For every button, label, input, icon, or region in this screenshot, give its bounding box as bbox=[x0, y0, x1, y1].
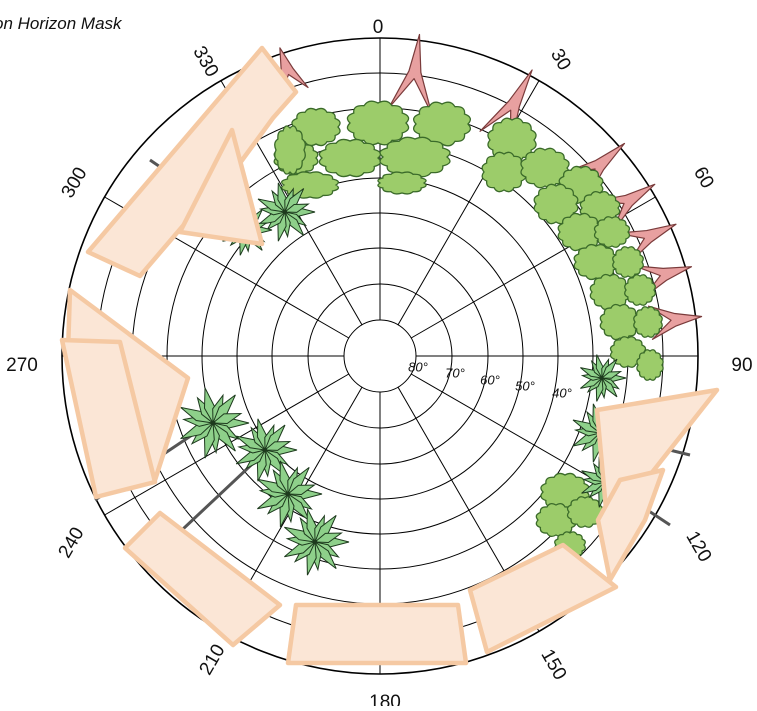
deciduous-tree-icon bbox=[412, 101, 472, 147]
deciduous-tree-icon bbox=[379, 136, 451, 178]
palm-tree-icon bbox=[180, 387, 250, 459]
azimuth-label-90: 90 bbox=[731, 355, 752, 376]
azimuth-label-300: 300 bbox=[58, 164, 92, 202]
deciduous-tree-icon bbox=[481, 151, 527, 193]
azimuth-label-240: 240 bbox=[55, 524, 89, 562]
elevation-label: 80° bbox=[408, 359, 428, 374]
building-obstruction-icon bbox=[467, 542, 619, 655]
building-obstruction-icon bbox=[285, 602, 469, 666]
diagram-title: on Horizon Mask bbox=[0, 14, 122, 33]
elevation-label: 60° bbox=[480, 372, 500, 387]
bare-tree-icon bbox=[561, 142, 626, 202]
azimuth-label-180: 180 bbox=[369, 692, 401, 706]
deciduous-tree-icon bbox=[636, 349, 664, 381]
building-obstructions-layer bbox=[59, 45, 720, 666]
palm-tree-icon bbox=[580, 354, 627, 402]
elevation-label: 70° bbox=[445, 365, 465, 380]
building-obstruction-icon bbox=[595, 467, 666, 583]
deciduous-trees-layer bbox=[273, 100, 664, 559]
azimuth-label-210: 210 bbox=[196, 641, 230, 679]
azimuth-label-30: 30 bbox=[546, 45, 575, 74]
deciduous-tree-icon bbox=[487, 117, 537, 163]
deciduous-tree-icon bbox=[281, 171, 339, 199]
building-obstruction-icon bbox=[59, 337, 158, 500]
deciduous-tree-icon bbox=[520, 147, 570, 189]
building-obstruction-icon bbox=[177, 127, 265, 247]
elevation-label: 40° bbox=[552, 385, 572, 400]
deciduous-tree-icon bbox=[346, 100, 410, 146]
elevation-label: 50° bbox=[515, 378, 535, 393]
bare-tree-icon bbox=[615, 223, 677, 264]
deciduous-tree-icon bbox=[566, 496, 604, 528]
deciduous-tree-icon bbox=[318, 138, 382, 178]
azimuth-label-150: 150 bbox=[536, 646, 570, 684]
palm-tree-icon bbox=[257, 460, 323, 528]
elevation-ring bbox=[343, 319, 417, 393]
bare-tree-icon bbox=[592, 183, 656, 234]
bare-tree-icon bbox=[388, 33, 433, 115]
palm-tree-icon bbox=[284, 508, 350, 576]
azimuth-label-0: 0 bbox=[373, 17, 384, 38]
deciduous-tree-icon bbox=[274, 125, 306, 175]
deciduous-tree-icon bbox=[609, 336, 647, 368]
azimuth-label-270: 270 bbox=[6, 355, 38, 376]
deciduous-tree-icon bbox=[624, 274, 656, 306]
azimuth-label-120: 120 bbox=[681, 528, 715, 566]
deciduous-tree-icon bbox=[633, 306, 663, 338]
deciduous-tree-icon bbox=[593, 216, 631, 248]
azimuth-label-330: 330 bbox=[188, 43, 222, 81]
bare-tree-icon bbox=[479, 69, 533, 148]
bare-tree-icon bbox=[647, 305, 703, 340]
deciduous-tree-icon bbox=[573, 243, 619, 281]
building-obstruction-icon bbox=[122, 510, 283, 648]
bare-tree-icon bbox=[633, 265, 693, 299]
palm-tree-icon bbox=[257, 182, 316, 242]
deciduous-tree-icon bbox=[612, 246, 644, 278]
bare-trees-layer bbox=[279, 33, 703, 340]
azimuth-label-60: 60 bbox=[689, 163, 718, 192]
deciduous-tree-icon bbox=[377, 171, 427, 195]
deciduous-tree-icon bbox=[599, 303, 641, 341]
